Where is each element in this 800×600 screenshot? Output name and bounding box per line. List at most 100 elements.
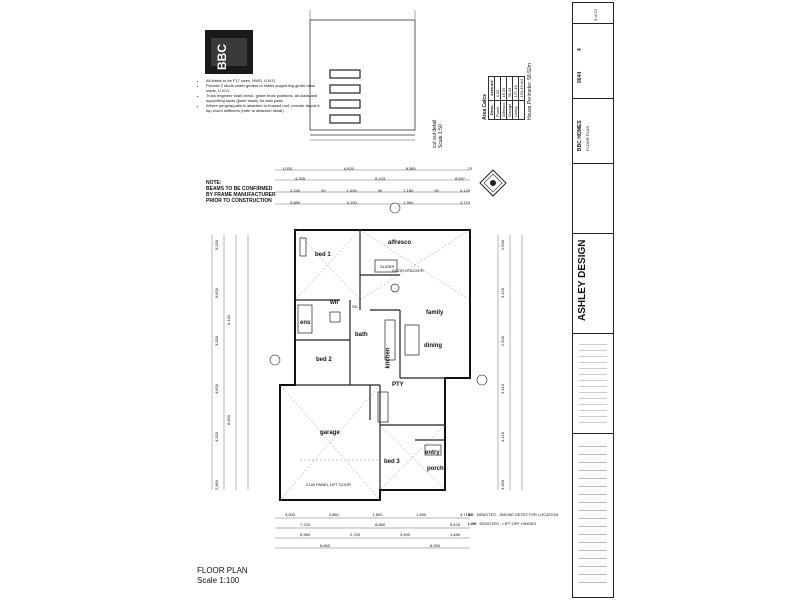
dim-value: 3,240	[290, 188, 301, 193]
area-cell: Alfresco	[500, 100, 507, 120]
client-name: BBC HOMES	[577, 120, 583, 151]
dim-value: 3,490	[500, 479, 505, 490]
legend-text: DENOTES - LIFT OFF HINGES	[479, 521, 537, 526]
dim-value: 8,687	[454, 176, 465, 181]
dims-top-4: 3,880 3,100 1,900 3,710	[290, 200, 470, 205]
beam-note-line: BEAMS TO BE CONFIRMED	[206, 186, 273, 192]
cutout-scale: Scale 1:50	[438, 124, 444, 148]
dim-value: 90	[434, 188, 439, 193]
garage-door-label: 2140 PANEL LIFT DOOR	[306, 482, 352, 487]
floor-plan-scale: Scale 1:100	[197, 576, 240, 585]
room-label-dining: dining	[424, 343, 442, 349]
company-logo: BBC	[205, 30, 253, 74]
dim-value: 4,120	[459, 188, 470, 193]
dims-top-2: 4,335 5,133 8,687	[295, 176, 465, 181]
dim-value: 3,410	[500, 384, 505, 395]
beam-note-line: BY FRAME MANUFACTURER	[206, 192, 276, 198]
dim-value: 4,120	[500, 432, 505, 443]
beam-note-line: PRIOR TO CONSTRUCTION	[206, 198, 272, 204]
dim-value: 70	[467, 166, 472, 171]
dim-value: 8,380	[405, 166, 416, 171]
dims-left: 2,860 4,200 4,600 3,000 6,600 3,030	[214, 240, 219, 490]
dim-value: 5,960	[300, 532, 311, 537]
beam-note: NOTE: BEAMS TO BE CONFIRMED BY FRAME MAN…	[206, 180, 276, 204]
floor-plan-drawing	[211, 169, 523, 549]
dim-value: 1,480	[449, 532, 460, 537]
logo-text: BBC	[215, 44, 229, 70]
room-label-ens: ens	[300, 320, 311, 326]
dim-value: 3,710	[459, 200, 470, 205]
dim-value: 90	[377, 188, 383, 193]
area-cell: 193.49 m2	[518, 76, 525, 101]
dim-value: 3,100	[346, 200, 357, 205]
dim-value: 2,860	[214, 479, 219, 490]
area-calcs-table: Area Calcs Desc. Area m2 Porch 4.32 Alfr…	[482, 45, 533, 120]
note-item: Where pergola/patio is attached to truss…	[206, 103, 326, 113]
dim-value: 8,600	[226, 415, 231, 426]
dims-bottom-4: 6,840 6,930	[320, 543, 440, 548]
dim-value: 2,500	[500, 336, 505, 347]
cutout-detail-drawing	[309, 10, 416, 141]
dim-value: 8,880	[374, 522, 385, 527]
dim-value: 3,880	[328, 512, 339, 517]
dims-bottom-3: 5,960 2,700 3,900 1,480	[300, 532, 460, 537]
room-label-bed2: bed 2	[316, 357, 332, 363]
room-label-kitchen: kitchen	[385, 347, 392, 369]
smoke-detector-label: SD	[352, 304, 358, 309]
dim-value: 1,000	[346, 188, 357, 193]
dims-bottom-1: 3,000 3,880 1,800 1,800 3,710	[285, 512, 470, 517]
plan-name: FLOOR PLAN	[585, 125, 590, 151]
legend-row: LOH DENOTES - LIFT OFF HINGES	[468, 521, 578, 526]
legend-text: DENOTES - SMOKE DETECTOR LOCATION	[476, 512, 559, 517]
job-number: 0044	[577, 71, 583, 83]
area-cell	[518, 100, 525, 120]
room-label-entry: entry	[425, 450, 440, 456]
dim-value: 2,180	[403, 188, 414, 193]
area-calcs-grid: Desc. Area m2 Porch 4.32 Alfresco 16.06 …	[488, 75, 525, 120]
dim-value: 4,335	[295, 176, 306, 181]
dim-value: 5,140	[226, 315, 231, 326]
room-label-garage: garage	[320, 430, 340, 436]
beam-note-line: NOTE:	[206, 180, 222, 186]
legend-symbol: SD	[468, 512, 474, 517]
room-label-pty: PTY	[392, 382, 404, 388]
note-item: All lintels to be F17 sizes, HWD, U.N.O.	[206, 78, 326, 83]
sheet-number: 4	[577, 48, 583, 51]
room-label-bed1: bed 1	[315, 252, 331, 258]
slider-label: SLIDER	[380, 264, 395, 269]
note-item: Provide 2 studs under girders or lintels…	[206, 83, 326, 93]
dim-value: 3,900	[399, 532, 410, 537]
legend-row: SD DENOTES - SMOKE DETECTOR LOCATION	[468, 512, 578, 517]
dim-value: 1,800	[416, 512, 427, 517]
dims-left-total: 8,600 5,140	[226, 270, 231, 470]
stacker-label: DOOR STACKER	[392, 268, 424, 273]
legend-symbol: LOH	[468, 521, 477, 526]
dims-bottom-2: 7,220 8,880 5,420	[300, 522, 460, 527]
dim-value: 3,000	[285, 512, 296, 517]
house-perimeter: House Perimeter: 58.52m	[527, 63, 533, 120]
room-label-bath: bath	[355, 332, 368, 338]
note-item: Truss engineer shall check, girder truss…	[206, 93, 326, 103]
dim-value: 6,930	[429, 543, 440, 548]
dim-value: 7,220	[300, 522, 311, 527]
dim-value: 3,030	[214, 240, 219, 251]
dim-value: 5,420	[449, 522, 460, 527]
floor-plan-title: FLOOR PLAN	[197, 566, 248, 575]
floor-plan-caption: FLOOR PLAN Scale 1:100	[197, 566, 248, 586]
dim-value: 6,840	[320, 543, 331, 548]
dims-right: 3,490 4,120 3,410 2,500 3,120 1,940	[500, 240, 505, 490]
dim-value: 1,800	[372, 512, 383, 517]
dim-value: 3,710	[459, 512, 470, 517]
dim-value: 5,133	[374, 176, 385, 181]
room-label-wir: wir	[330, 300, 339, 306]
dim-value: 3,120	[500, 288, 505, 299]
dims-top-1: 1,020 4,920 8,380 70	[282, 166, 472, 171]
north-arrow-icon	[479, 169, 507, 197]
dim-value: 1,900	[403, 200, 414, 205]
room-label-family: family	[426, 310, 444, 316]
room-label-porch: porch	[427, 466, 444, 472]
dim-value: 4,600	[214, 384, 219, 395]
dim-value: 2,700	[349, 532, 360, 537]
dim-value: 1,940	[500, 240, 505, 251]
